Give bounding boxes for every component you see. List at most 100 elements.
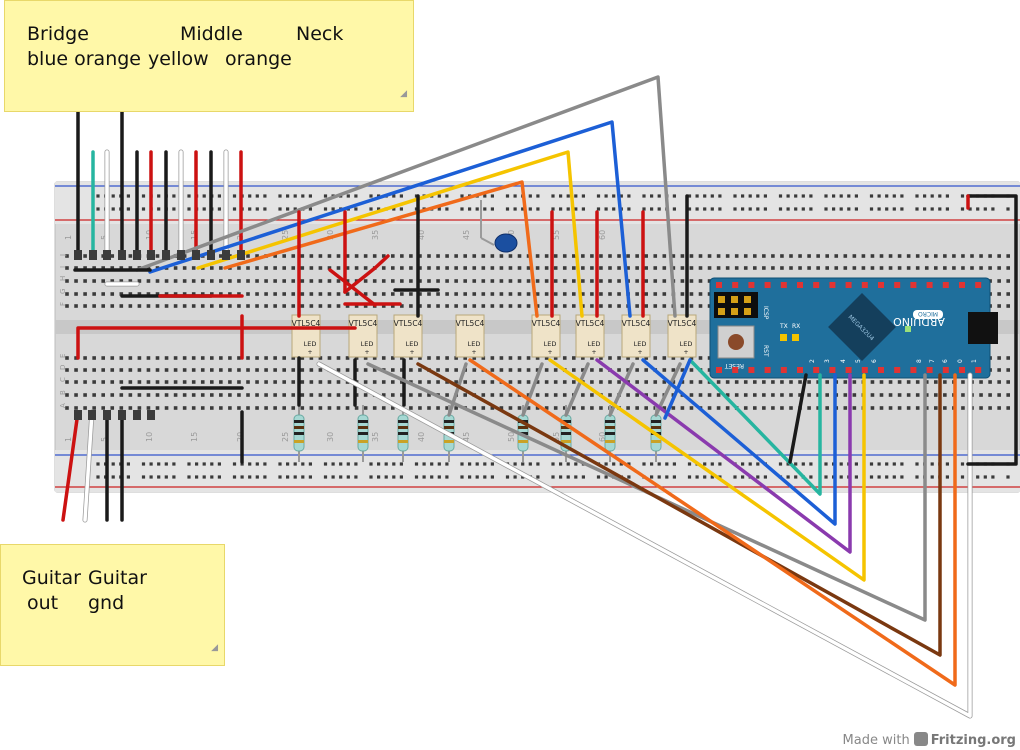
rail-hole [968, 207, 972, 211]
rail-hole [809, 207, 813, 211]
credit-made-with: Made with [842, 733, 910, 748]
yellow-long-wire [548, 358, 866, 582]
breadboard-hole [400, 393, 404, 397]
breadboard-hole [572, 368, 576, 372]
breadboard-hole [354, 356, 359, 360]
breadboard-hole [1006, 406, 1010, 410]
arduino-top-pin [748, 282, 755, 288]
breadboard-hole [363, 279, 368, 283]
breadboard-hole [92, 368, 96, 372]
breadboard-hole [544, 406, 549, 410]
breadboard-hole [734, 266, 739, 270]
rail-hole [369, 207, 373, 211]
rail-hole [566, 475, 570, 479]
breadboard-hole [363, 304, 368, 308]
breadboard-hole [436, 406, 440, 410]
breadboard-hole [879, 266, 884, 270]
breadboard-hole [997, 254, 1001, 258]
rail-hole [248, 207, 252, 211]
rail-hole [111, 462, 115, 466]
rail-hole [278, 194, 282, 198]
breadboard-hole [906, 380, 911, 384]
breadboard-hole [454, 356, 458, 360]
arduino-pin-label: 4 [840, 359, 847, 363]
breadboard-hole [128, 292, 133, 296]
breadboard-hole [490, 356, 495, 360]
breadboard-hole [318, 304, 323, 308]
breadboard-hole [427, 393, 431, 397]
breadboard-hole [463, 266, 467, 270]
breadboard-hole [327, 406, 332, 410]
arduino-bottom-pin [942, 367, 949, 373]
breadboard-hole [517, 279, 522, 283]
breadboard-hole [472, 368, 477, 372]
rail-hole [505, 207, 510, 211]
wire-connector [207, 250, 215, 260]
column-number-bottom: 10 [145, 432, 154, 442]
breadboard-hole [65, 380, 69, 384]
rail-hole [854, 475, 858, 479]
arduino-pin-label: 7 [929, 359, 936, 363]
row-letter: D [59, 365, 67, 370]
breadboard-hole [870, 406, 875, 410]
rail-hole [839, 194, 843, 198]
breadboard-hole [961, 266, 965, 270]
breadboard-hole [381, 304, 386, 308]
column-number-bottom: 5 [100, 437, 109, 442]
breadboard-hole [128, 304, 133, 308]
rail-hole [445, 207, 449, 211]
rail-hole [839, 462, 843, 466]
rail-hole [286, 462, 290, 466]
breadboard-hole [644, 356, 648, 360]
breadboard-hole [544, 368, 549, 372]
row-letter: H [59, 276, 67, 281]
breadboard-hole [689, 380, 694, 384]
breadboard-hole [562, 266, 567, 270]
rail-hole [960, 475, 965, 479]
breadboard-hole [743, 254, 748, 258]
rail-hole [248, 462, 252, 466]
breadboard-hole [499, 393, 504, 397]
wire-connector [133, 410, 141, 420]
breadboard-hole [146, 380, 151, 384]
breadboard-hole [309, 368, 314, 372]
rail-hole [559, 462, 563, 466]
breadboard-hole [363, 356, 368, 360]
breadboard-hole [246, 380, 250, 384]
breadboard-hole [264, 393, 268, 397]
optocoupler-plus-label: + [471, 349, 476, 356]
breadboard-hole [888, 380, 893, 384]
rail-hole [657, 462, 661, 466]
breadboard-hole [200, 356, 205, 360]
rail-hole [733, 475, 737, 479]
breadboard-hole [481, 254, 486, 258]
breadboard-hole [870, 266, 875, 270]
rail-hole [710, 194, 714, 198]
breadboard-hole [291, 304, 296, 308]
breadboard-hole [535, 356, 540, 360]
breadboard-hole [671, 356, 676, 360]
breadboard-hole [237, 406, 241, 410]
breadboard-hole [74, 279, 78, 283]
breadboard-hole [336, 380, 341, 384]
breadboard-hole [74, 292, 78, 296]
rail-hole [710, 207, 714, 211]
breadboard-hole [662, 304, 667, 308]
breadboard-hole [336, 368, 341, 372]
breadboard-hole [110, 393, 115, 397]
optocoupler-body [348, 314, 378, 358]
rail-hole [703, 475, 707, 479]
breadboard-hole [653, 380, 658, 384]
breadboard-hole [200, 368, 205, 372]
wire-connector [222, 250, 230, 260]
rail-hole [786, 207, 790, 211]
breadboard-hole [879, 254, 884, 258]
rail-hole [263, 207, 267, 211]
optocoupler-body [393, 314, 423, 358]
note-yellow: yellow [148, 48, 209, 70]
breadboard-hole [608, 393, 612, 397]
resistors [293, 405, 662, 462]
rail-hole [885, 462, 889, 466]
breadboard-hole [599, 406, 603, 410]
breadboard-hole [191, 292, 196, 296]
